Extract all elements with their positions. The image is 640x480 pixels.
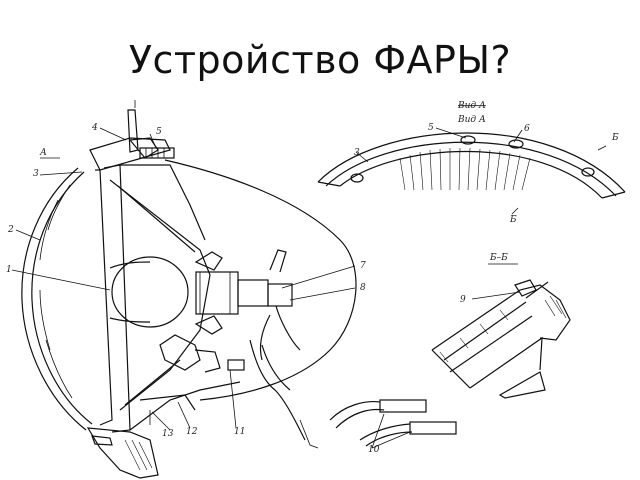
label-8: 8 (360, 283, 366, 293)
label-5: 5 (156, 127, 162, 137)
label-10: 10 (368, 445, 380, 455)
label-12: 12 (186, 427, 198, 437)
view-a-section-mark-bottom: Б (509, 215, 517, 225)
view-a-title: Вид А (457, 115, 486, 125)
view-a-label-5: 5 (428, 123, 434, 133)
section-bb-label-9: 9 (460, 295, 466, 305)
label-7: 7 (360, 261, 366, 271)
section-mark-a: А (39, 148, 47, 158)
view-a-label-3: 3 (354, 148, 360, 158)
label-1: 1 (6, 265, 12, 275)
label-13: 13 (162, 429, 174, 439)
view-a-section-mark-top: Б (611, 133, 619, 143)
connector-wires (329, 399, 457, 449)
label-3: 3 (33, 169, 39, 179)
view-a-detail (317, 127, 626, 215)
view-a-label-6: 6 (524, 124, 530, 134)
label-11: 11 (234, 427, 245, 437)
section-bb-title: Б–Б (489, 253, 508, 263)
label-4: 4 (91, 123, 98, 133)
section-bb-detail (431, 263, 571, 399)
view-a-title-struck: Вид А (457, 101, 486, 111)
slide-title: Устройство ФАРЫ? (128, 38, 512, 82)
headlamp-section-view (11, 100, 357, 479)
label-2: 2 (7, 225, 14, 235)
